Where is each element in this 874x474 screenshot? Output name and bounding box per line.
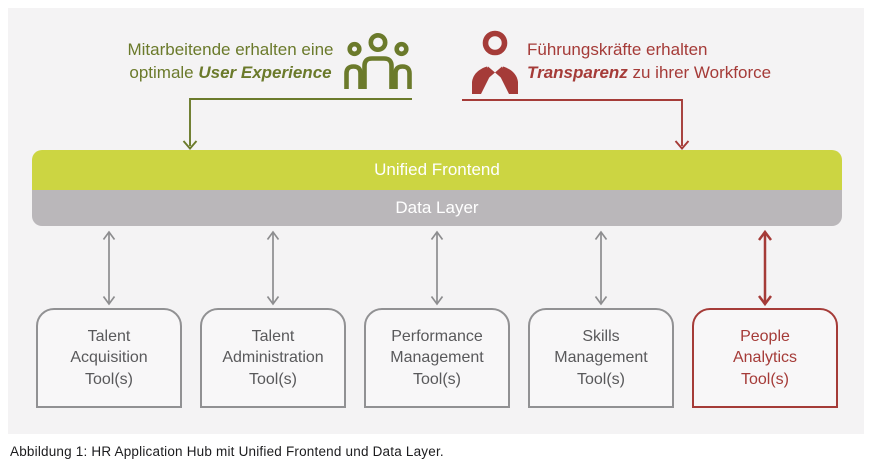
diagram-panel: Mitarbeitende erhalten eine optimale Use…: [8, 8, 864, 434]
annotation-leaders-line2: Transparenz zu ihrer Workforce: [527, 61, 807, 84]
annotation-employees-line2-prefix: optimale: [129, 63, 199, 83]
unified-frontend-bar: Unified Frontend: [32, 150, 842, 190]
annotation-leaders-line2-suffix: zu ihrer Workforce: [627, 63, 772, 83]
people-group-icon: [344, 33, 412, 89]
annotation-employees-line1: Mitarbeitende erhalten eine: [127, 40, 334, 59]
tool-box-talent-administration: Talent Administration Tool(s): [200, 308, 346, 408]
figure-caption: Abbildung 1: HR Application Hub mit Unif…: [10, 444, 444, 459]
tool-box-people-analytics: People Analytics Tool(s): [692, 308, 838, 408]
manager-person-icon: [472, 30, 518, 94]
annotation-leaders: Führungskräfte erhalten Transparenz zu i…: [527, 38, 807, 85]
annotation-employees-line2-emphasis: User Experience: [198, 63, 332, 83]
tool-box-skills-management: Skills Management Tool(s): [528, 308, 674, 408]
tool-box-performance-management: Performance Management Tool(s): [364, 308, 510, 408]
data-layer-bar: Data Layer: [32, 190, 842, 226]
annotation-leaders-line2-emphasis: Transparenz: [527, 63, 628, 83]
annotation-employees: Mitarbeitende erhalten eine optimale Use…: [108, 38, 353, 85]
annotation-employees-line2: optimale User Experience: [108, 61, 353, 84]
tool-box-talent-acquisition: Talent Acquisition Tool(s): [36, 308, 182, 408]
annotation-leaders-line1: Führungskräfte erhalten: [527, 40, 708, 59]
